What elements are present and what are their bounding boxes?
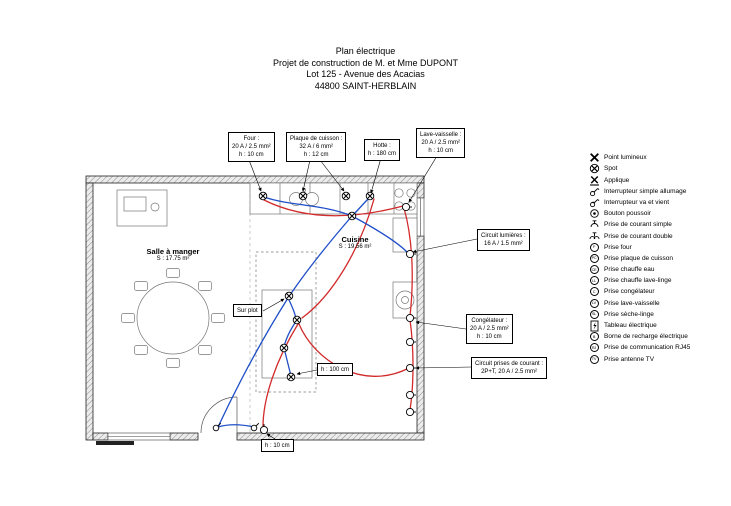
legend-item: LL Prise chauffe lave-linge xyxy=(588,275,690,286)
prise-rj45-icon: RJ xyxy=(588,342,600,353)
legend-item: Point lumineux xyxy=(588,152,690,163)
callout-sur-plot: Sur plot xyxy=(233,304,262,318)
prise-simple-icon xyxy=(588,219,600,230)
plan-title: Plan électrique xyxy=(335,46,396,56)
legend-item: Interrupteur va et vient xyxy=(588,197,690,208)
prise-congelateur-icon: C xyxy=(588,286,600,297)
legend-item: Tableau électrique xyxy=(588,320,690,331)
address-line: Lot 125 - Avenue des Acacias xyxy=(306,69,425,79)
callout-congelateur: Congélateur : 20 A / 2.5 mm² h : 10 cm xyxy=(466,314,513,345)
project-subtitle: Projet de construction de M. et Mme DUPO… xyxy=(272,57,459,68)
legend-item: Prise de courant double xyxy=(588,231,690,240)
callout-circuit-prises: Circuit prises de courant : 2P+T, 20 A /… xyxy=(471,357,548,379)
room-label-salle-a-manger: Salle à manger S : 17.75 m² xyxy=(128,247,218,262)
spot-icon xyxy=(588,163,600,174)
legend-item: Applique xyxy=(588,175,690,186)
legend: Point lumineux Spot Applique Interrupteu… xyxy=(588,153,690,364)
legend-item: SL Prise sèche-linge xyxy=(588,309,690,320)
callout-arrows xyxy=(248,155,478,440)
walls xyxy=(85,175,425,441)
room-name: Cuisine xyxy=(341,235,369,244)
prise-double-icon xyxy=(588,231,600,242)
island-outline xyxy=(255,251,317,393)
callout-circuit-lumieres: Circuit lumières : 16 A / 1.5 mm² xyxy=(477,229,530,251)
legend-item: Bouton poussoir xyxy=(588,209,690,218)
windows xyxy=(107,197,425,441)
prise-antenne-tv-icon: TV xyxy=(588,354,600,365)
legend-item: C Prise congélateur xyxy=(588,286,690,297)
legend-item: LV Prise lave-vaisselle xyxy=(588,298,690,309)
legend-item: CE Prise chauffe eau xyxy=(588,264,690,275)
dining-table xyxy=(136,281,210,355)
legend-item: TV Prise antenne TV xyxy=(588,354,690,365)
prise-lave-vaisselle-icon: LV xyxy=(588,298,600,309)
prise-four-icon: F xyxy=(588,242,600,253)
cooktop xyxy=(394,188,404,198)
callout-lave-vaisselle: Lave-vaisselle : 20 A / 2.5 mm² h : 10 c… xyxy=(416,128,466,159)
legend-item: Spot xyxy=(588,163,690,174)
room-label-cuisine: Cuisine S : 19.56 m² xyxy=(322,235,388,250)
applique-icon xyxy=(588,175,600,186)
callout-hotte: Hotte : h : 180 cm xyxy=(364,139,401,161)
prise-seche-linge-icon: SL xyxy=(588,309,600,320)
callout-h10: h : 10 cm xyxy=(261,439,294,453)
legend-item: Interrupteur simple allumage xyxy=(588,187,690,196)
callout-plaque-cuisson: Plaque de cuisson : 32 A / 6 mm² h : 12 … xyxy=(286,132,347,163)
legend-item: B Borne de recharge électrique xyxy=(588,331,690,342)
tableau-electrique-icon xyxy=(588,320,600,331)
legend-item: RJ Prise de communication RJ45 xyxy=(588,342,690,353)
title-block: Plan électrique Projet de construction d… xyxy=(0,46,731,92)
borne-recharge-icon: B xyxy=(588,331,600,342)
interrupteur-simple-icon xyxy=(588,186,600,197)
bouton-poussoir-icon xyxy=(588,208,600,219)
prise-chauffe-eau-icon: CE xyxy=(588,264,600,275)
callout-four: Four : 20 A / 2.5 mm² h : 10 cm xyxy=(228,132,275,163)
prise-plaque-cuisson-icon: PC xyxy=(588,253,600,264)
entry-door xyxy=(200,396,238,434)
legend-item: PC Prise plaque de cuisson xyxy=(588,253,690,264)
room-area: S : 19.56 m² xyxy=(338,244,372,250)
point-lumineux-icon xyxy=(588,152,600,163)
interrupteur-va-et-vient-icon xyxy=(588,197,600,208)
room-name: Salle à manger xyxy=(146,247,200,256)
legend-item: F Prise four xyxy=(588,242,690,253)
callout-h100: h : 100 cm xyxy=(317,363,354,377)
legend-item: Prise de courant simple xyxy=(588,220,690,229)
room-area: S : 17.75 m² xyxy=(156,256,190,262)
city-line: 44800 SAINT-HERBLAIN xyxy=(314,80,417,91)
prise-chauffe-lave-linge-icon: LL xyxy=(588,275,600,286)
